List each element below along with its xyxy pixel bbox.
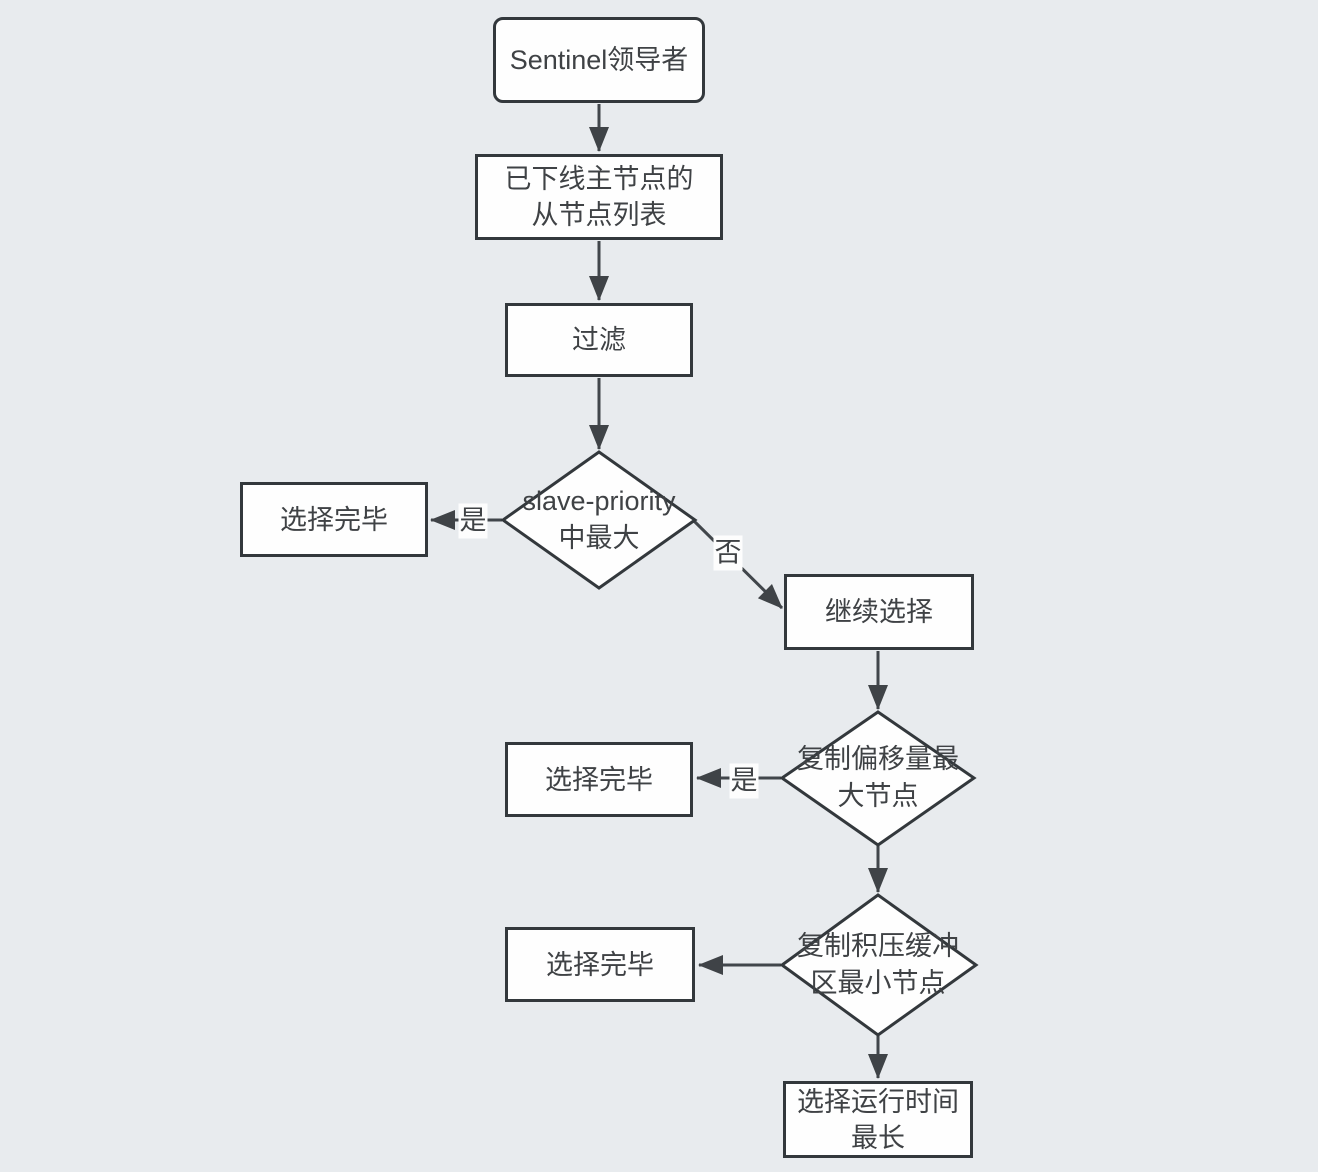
- edge-label-yes-2: 是: [729, 763, 759, 799]
- node-label: 选择完毕: [545, 764, 653, 795]
- node-sentinel-leader: Sentinel领导者: [493, 17, 705, 103]
- node-continue-select: 继续选择: [784, 574, 974, 650]
- edge-label-no-1: 否: [713, 535, 743, 571]
- node-filter: 过滤: [505, 303, 693, 377]
- decision-repl-backlog-shape: [779, 893, 979, 1037]
- node-done-2: 选择完毕: [505, 742, 693, 817]
- node-done-1: 选择完毕: [240, 482, 428, 557]
- node-label: Sentinel领导者: [509, 45, 689, 75]
- node-label: 已下线主节点的 从节点列表: [504, 164, 694, 230]
- node-label: 过滤: [572, 325, 626, 355]
- node-label: 选择运行时间 最长: [797, 1086, 959, 1153]
- edge-label-yes-1: 是: [458, 503, 488, 539]
- node-label: 选择完毕: [546, 949, 654, 980]
- node-longest-runtime: 选择运行时间 最长: [783, 1081, 973, 1158]
- node-done-3: 选择完毕: [505, 927, 695, 1002]
- decision-repl-offset-shape: [779, 710, 977, 847]
- node-label: 继续选择: [825, 597, 933, 627]
- node-offline-master-slaves: 已下线主节点的 从节点列表: [475, 154, 723, 240]
- node-label: 选择完毕: [280, 504, 388, 535]
- decision-slave-priority-shape: [500, 450, 698, 590]
